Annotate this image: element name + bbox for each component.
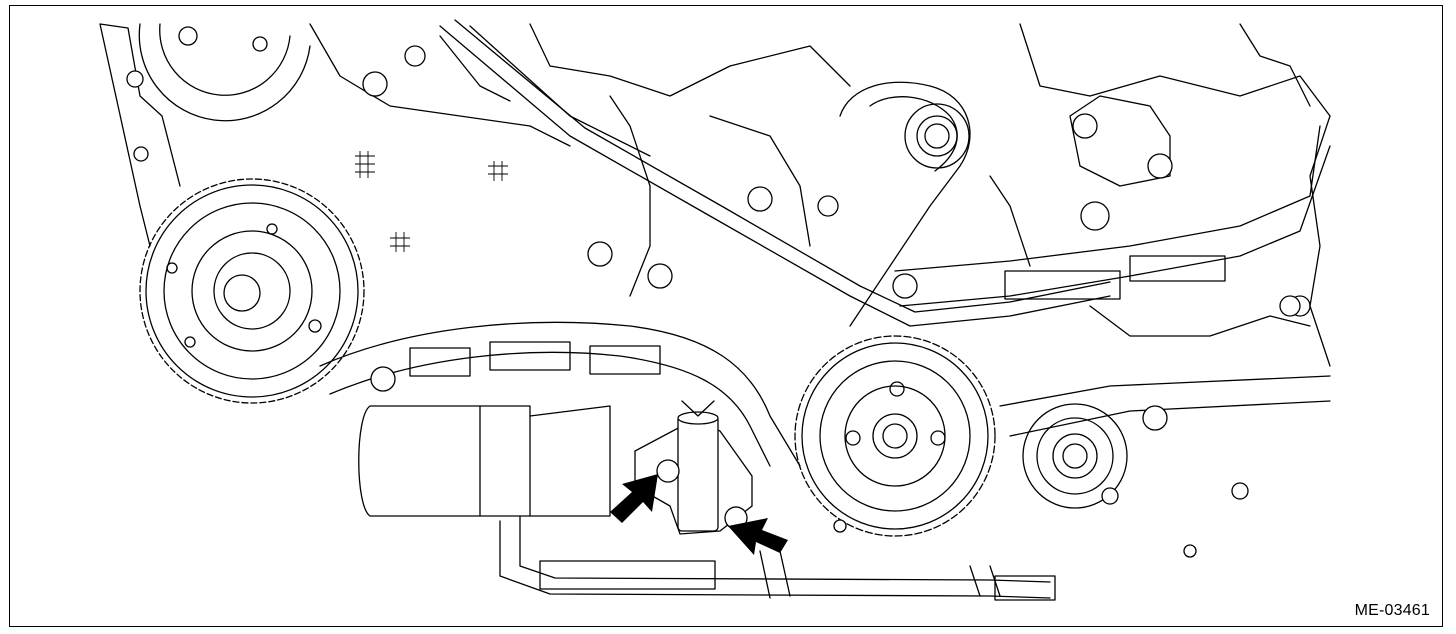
figure-id-label: ME-03461: [1354, 602, 1430, 619]
coolant-pipe: [499, 515, 1056, 601]
lower-right-idler: [999, 375, 1331, 509]
lower-left-cylinder: [358, 405, 611, 517]
callout-arrows: [610, 474, 788, 555]
right-chain-guide: [892, 125, 1331, 307]
callout-arrow-right: [728, 518, 788, 555]
engine-case-outline: [99, 23, 1331, 367]
callout-arrow-left: [610, 474, 658, 523]
cross-hatch-details: [355, 151, 508, 252]
diagram-frame: ME-03461: [9, 5, 1443, 627]
bolt-heads: [126, 45, 1301, 558]
timing-chain-upper-run: [439, 19, 1111, 327]
upper-idler-assembly: [839, 81, 971, 327]
lower-chain-guide: [319, 321, 801, 467]
left-cam-sprocket: [139, 178, 365, 404]
right-upper-bracket: [1069, 95, 1311, 317]
chain-tensioner: [634, 400, 753, 535]
upper-left-cam-sprocket: [138, 23, 311, 122]
crank-sprocket: [794, 335, 996, 537]
engine-line-drawing: [99, 19, 1331, 601]
